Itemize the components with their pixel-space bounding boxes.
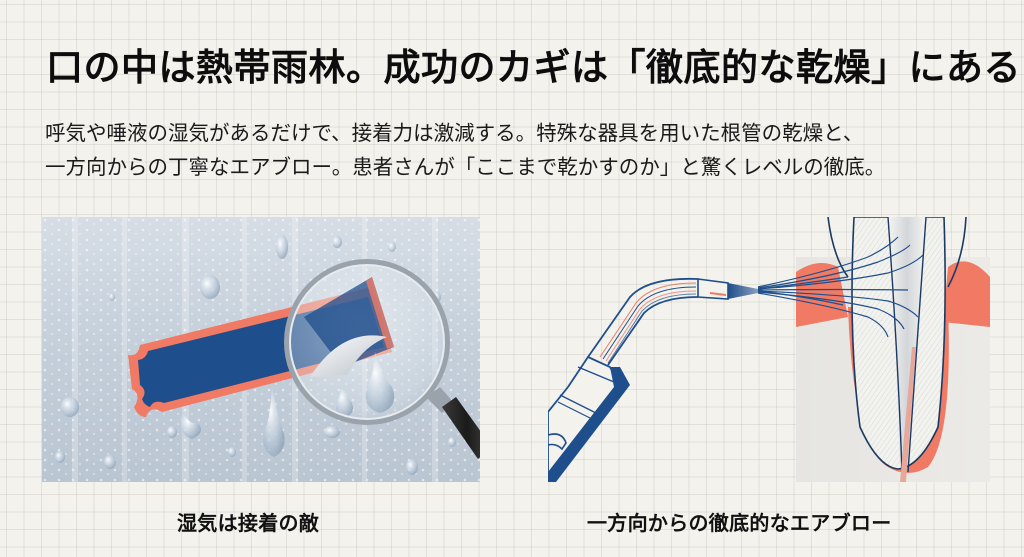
airblow-illustration xyxy=(548,217,990,482)
body-line-1: 呼気や唾液の湿気があるだけで、接着力は激減する。特殊な器具を用いた根管の乾燥と、 xyxy=(45,121,864,145)
moisture-illustration xyxy=(42,217,480,482)
body-line-2: 一方向からの丁寧なエアブロー。患者さんが「ここまで乾かすのか」と驚くレベルの徹底… xyxy=(45,155,886,179)
caption-moisture: 湿気は接着の敵 xyxy=(177,511,320,535)
caption-airblow: 一方向からの徹底的なエアブロー xyxy=(587,511,892,535)
body-paragraph: 呼気や唾液の湿気があるだけで、接着力は激減する。特殊な器具を用いた根管の乾燥と、… xyxy=(45,116,885,184)
page-headline: 口の中は熱帯雨林。成功のカギは「徹底的な乾燥」にある xyxy=(46,46,1021,89)
